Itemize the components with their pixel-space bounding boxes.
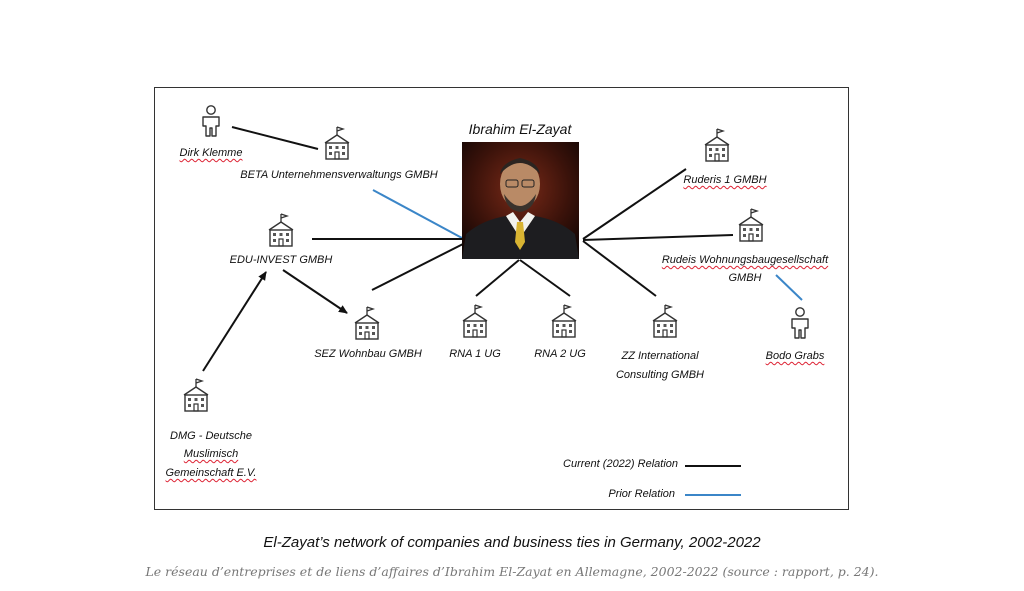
building-icon-dmg [183, 378, 209, 412]
building-icon-ruderis [704, 128, 730, 162]
building-icon-edu [268, 213, 294, 247]
figure-caption: El-Zayat’s network of companies and busi… [263, 534, 761, 551]
person-icon-bodo [791, 307, 809, 339]
edge-rna1-center [475, 259, 520, 297]
building-icon-rna2 [551, 304, 577, 338]
center-person-name: Ibrahim El-Zayat [468, 121, 572, 137]
label-edu-invest: EDU-INVEST GMBH [229, 254, 333, 266]
label-rudeis-line2: GMBH [728, 272, 762, 284]
edge-ruderis-center [582, 168, 687, 240]
edge-sez-center [371, 242, 466, 291]
label-sez: SEZ Wohnbau GMBH [314, 348, 422, 360]
label-rna2: RNA 2 UG [534, 348, 586, 360]
figure-subcaption: Le réseau d’entreprises et de liens d’af… [145, 564, 879, 579]
building-icon-beta [324, 126, 350, 160]
label-bodo-grabs: Bodo Grabs [765, 350, 825, 362]
label-dirk-klemme: Dirk Klemme [179, 147, 243, 159]
building-icon-rna1 [462, 304, 488, 338]
center-person-photo [462, 142, 579, 259]
edge-rudeis-bodo-prior [775, 274, 803, 301]
edge-beta-center-prior [372, 189, 463, 239]
edge-zz-center [582, 240, 657, 297]
building-icon-sez [354, 306, 380, 340]
legend-prior-label: Prior Relation [608, 488, 675, 500]
edge-rudeis-center [582, 234, 734, 241]
building-icon-rudeis [738, 208, 764, 242]
label-beta: BETA Unternehmensverwaltungs GMBH [240, 169, 438, 181]
label-rudeis-line1: Rudeis Wohnungsbaugesellschaft [661, 254, 829, 266]
legend-current-label: Current (2022) Relation [563, 458, 678, 470]
label-zz-line1: ZZ International [621, 350, 699, 362]
edge-dirk-beta [231, 126, 319, 150]
label-zz-line2: Consulting GMBH [615, 369, 705, 381]
building-icon-zz [652, 304, 678, 338]
label-dmg-line3: Gemeinschaft E.V. [165, 467, 257, 479]
label-dmg-line2: Muslimisch [183, 448, 239, 460]
edge-edu-sez-arrow [282, 269, 348, 314]
label-rna1: RNA 1 UG [449, 348, 501, 360]
edge-rna2-center [519, 259, 571, 297]
label-dmg-line1: DMG - Deutsche [170, 430, 252, 442]
label-ruderis: Ruderis 1 GMBH [683, 174, 767, 186]
edge-dmg-edu-arrow [202, 271, 267, 372]
person-icon-dirk [202, 105, 220, 137]
